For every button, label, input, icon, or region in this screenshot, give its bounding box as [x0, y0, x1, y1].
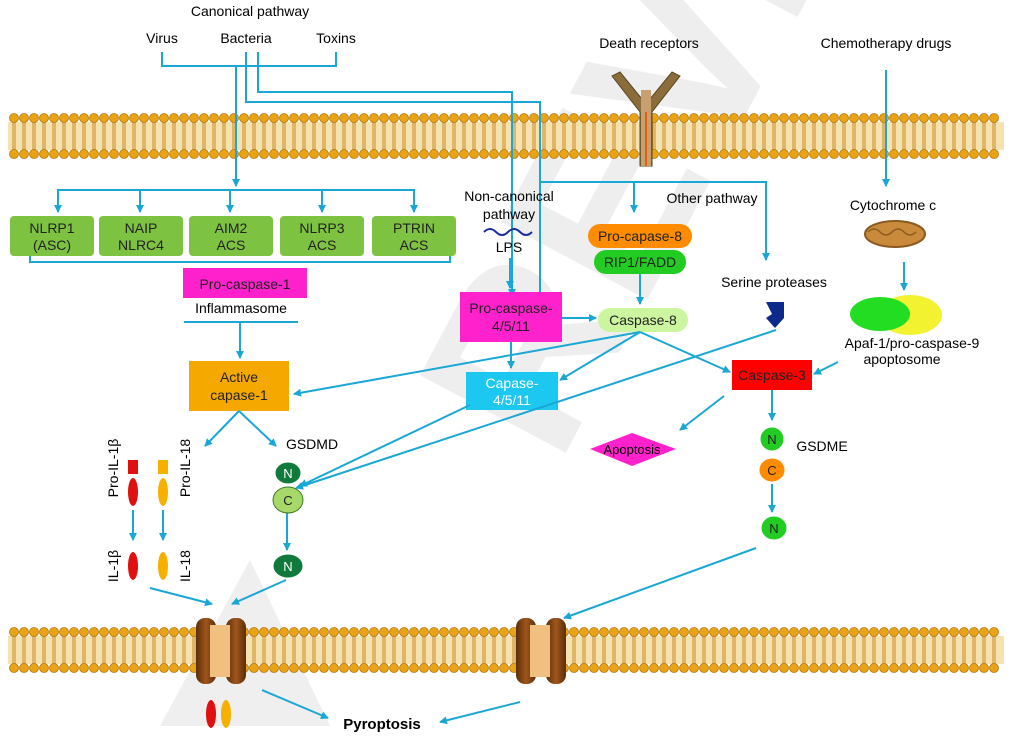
caspase-8-pill — [598, 308, 688, 332]
gasdermin-pores — [196, 618, 566, 684]
caspase-3-label: Caspase-3 — [738, 367, 806, 383]
canonical-pathway-label: Canonical pathway — [191, 3, 309, 19]
pro-caspase-4-5-11-box — [460, 292, 562, 342]
active-capase-1-box — [189, 361, 289, 411]
active-capase-1-line2: capase-1 — [210, 387, 268, 403]
mitochondrion-cristae — [867, 228, 917, 236]
gsdme-label: GSDME — [796, 438, 847, 454]
virus-label: Virus — [146, 30, 178, 46]
caspase-3-box — [732, 360, 812, 390]
noncanonical-label-line2: pathway — [483, 206, 535, 222]
noncanonical-label-line1: Non-canonical — [464, 188, 554, 204]
toxins-label: Toxins — [316, 30, 356, 46]
pro-il1b-icon — [128, 460, 138, 506]
gsdmd-n-label: N — [283, 466, 292, 481]
capase-4-line2: 4/5/11 — [493, 392, 531, 408]
mitochondrion-icon — [864, 220, 926, 248]
watermark-text: REVIEW — [367, 0, 1016, 491]
apoptosis-label: Apoptosis — [603, 442, 661, 457]
canonical-input-lines — [161, 52, 770, 322]
il18-label: IL-18 — [177, 550, 193, 582]
pro-il18-label: Pro-IL-18 — [177, 439, 193, 498]
rip1-fadd-label: RIP1/FADD — [604, 254, 676, 270]
top-cell-membrane — [8, 113, 1004, 159]
pro-caspase-4-line2: 4/5/11 — [492, 318, 530, 334]
pore-right — [516, 618, 566, 684]
il18-icon — [158, 552, 168, 580]
gsdmd-n-terminal-label: N — [283, 559, 292, 574]
inflammasome-label: Inflammasome — [195, 300, 287, 316]
released-il1b-icon — [206, 700, 216, 728]
sensor-line1: AIM2 — [215, 220, 248, 236]
pro-caspase-1-label: Pro-caspase-1 — [199, 276, 290, 292]
gsdme-n-domain — [759, 426, 785, 452]
cytochrome-c-label: Cytochrome c — [850, 197, 936, 213]
apoptosome-green — [850, 297, 910, 331]
death-receptor-icon — [611, 71, 681, 167]
bottom-cell-membrane — [8, 627, 1004, 673]
gsdme-n-terminal-label: N — [769, 521, 778, 536]
sensor-line2: ACS — [400, 237, 429, 253]
apaf-label-line1: Apaf-1/pro-caspase-9 — [845, 335, 980, 351]
pathway-arrows — [129, 329, 839, 725]
gsdmd-n-terminal — [272, 553, 304, 579]
sensor-line2: ACS — [308, 237, 337, 253]
chemotherapy-drugs-label: Chemotherapy drugs — [821, 35, 952, 51]
capase-4-line1: Capase- — [486, 375, 539, 391]
serine-protease-icon — [766, 302, 784, 328]
capase-4-5-11-box — [466, 372, 558, 410]
il1b-icon — [128, 552, 138, 580]
sensor-line1: NLRP1 — [29, 220, 74, 236]
gsdmd-full-length — [272, 461, 304, 514]
death-receptors-label: Death receptors — [599, 35, 699, 51]
gsdmd-c-label: C — [283, 493, 292, 508]
gsdme-c-label: C — [767, 463, 776, 478]
sensor-line1: PTRIN — [393, 220, 435, 236]
pro-il18-icon — [158, 460, 168, 506]
released-il18-icon — [221, 700, 231, 728]
serine-proteases-label: Serine proteases — [721, 274, 827, 290]
active-capase-1-line1: Active — [220, 369, 258, 385]
apoptosis-diamond — [590, 433, 676, 466]
gsdme-n-terminal — [760, 515, 788, 541]
pyroptosis-label: Pyroptosis — [343, 716, 421, 733]
sensor-nlrp1: NLRP1(ASC) — [10, 216, 94, 256]
gsdmd-label: GSDMD — [286, 436, 338, 452]
apaf-label-line2: apoptosome — [863, 351, 940, 367]
pore-left — [196, 618, 246, 684]
sensor-line1: NAIP — [125, 220, 158, 236]
pro-caspase-4-line1: Pro-caspase- — [469, 300, 553, 316]
sensor-bracket-lines — [29, 189, 451, 263]
sensor-line2: NLRC4 — [118, 237, 164, 253]
caspase-8-label: Caspase-8 — [609, 312, 677, 328]
other-pathway-label: Other pathway — [666, 190, 757, 206]
pro-capase-8-pill — [588, 224, 692, 248]
pro-capase-8-label: Pro-capase-8 — [598, 228, 682, 244]
pro-caspase-1-box — [183, 268, 307, 298]
bacteria-label: Bacteria — [220, 30, 272, 46]
lps-label: LPS — [496, 239, 522, 255]
sensor-line2: (ASC) — [33, 237, 71, 253]
lps-wave-icon — [483, 228, 533, 236]
sensor-line2: ACS — [217, 237, 246, 253]
gsdme-n-label: N — [767, 432, 776, 447]
rip1-fadd-pill — [594, 250, 686, 274]
il1b-label: IL-1β — [105, 550, 121, 582]
inflammasome-sensors: NLRP1(ASC)NAIPNLRC4AIM2ACSNLRP3ACSPTRINA… — [10, 216, 456, 256]
sensor-line1: NLRP3 — [299, 220, 344, 236]
pro-il1b-label: Pro-IL-1β — [105, 439, 121, 498]
gsdme-c-domain — [758, 457, 786, 483]
